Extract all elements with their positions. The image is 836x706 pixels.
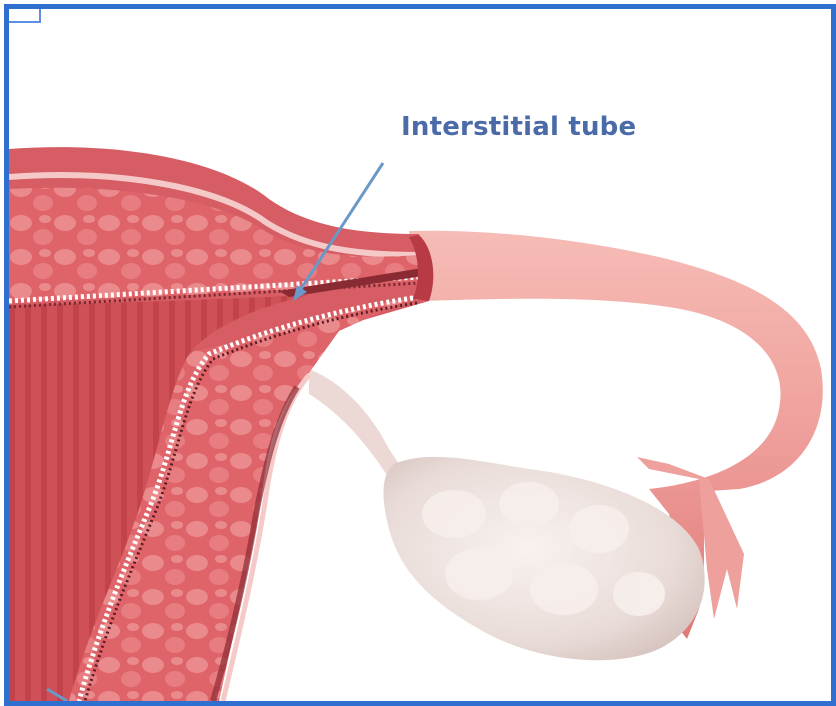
image-frame: Interstitial tube <box>4 4 836 706</box>
label-interstitial-tube: Interstitial tube <box>401 112 636 142</box>
